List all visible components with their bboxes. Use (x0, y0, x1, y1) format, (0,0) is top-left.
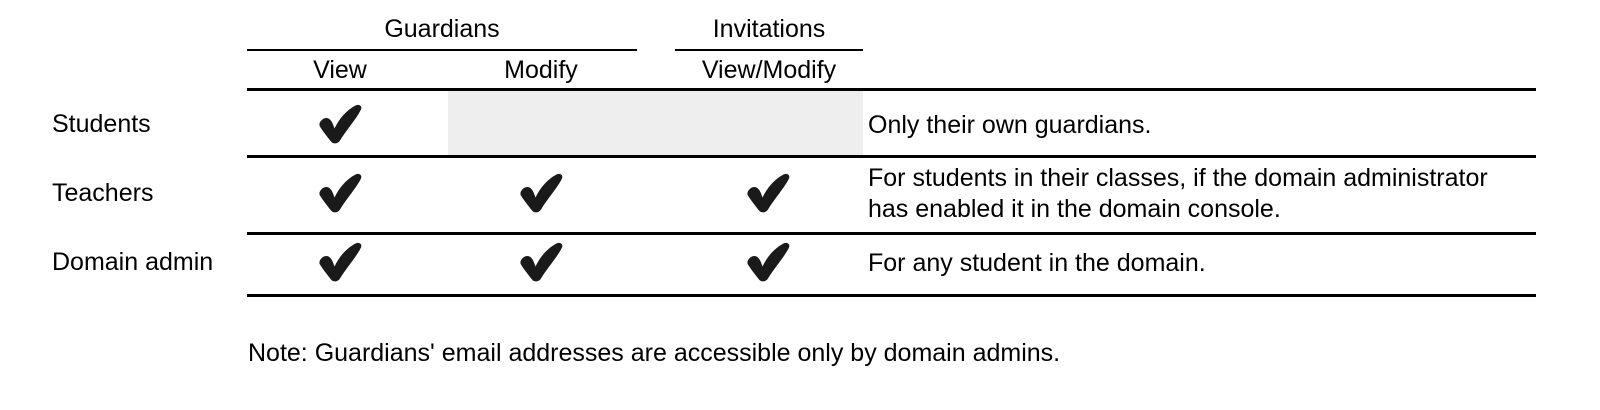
rule-after-teachers-row (247, 232, 1536, 235)
row-note-teachers: For students in their classes, if the do… (868, 164, 1488, 223)
row-note-domain-admin: For any student in the domain. (868, 249, 1206, 277)
row-label-students: Students (52, 110, 151, 138)
row-label-domain-admin: Domain admin (52, 248, 214, 276)
rule-under-invitations-group (675, 49, 863, 51)
rule-under-guardians-group (247, 49, 637, 51)
rule-header-bottom (247, 88, 1536, 91)
rule-after-students-row (247, 155, 1536, 158)
rule-table-bottom (247, 294, 1536, 297)
check-mark-icon-domain-admin-guardians-view (317, 242, 363, 282)
column-header-guardians-view: View (313, 56, 367, 84)
column-group-header-guardians: Guardians (384, 15, 500, 43)
check-mark-icon-teachers-guardians-view (317, 173, 363, 213)
check-mark-icon-domain-admin-invitations-view-modify (745, 242, 791, 282)
cell-students-not-applicable (448, 91, 863, 155)
check-mark-icon-teachers-invitations-view-modify (745, 173, 791, 213)
column-group-header-invitations: Invitations (712, 15, 826, 43)
check-mark-icon-students-guardians-view (317, 104, 363, 144)
row-label-teachers: Teachers (52, 179, 154, 207)
row-note-students: Only their own guardians. (868, 111, 1152, 139)
table-footnote: Note: Guardians' email addresses are acc… (248, 339, 1061, 367)
check-mark-icon-teachers-guardians-modify (518, 173, 564, 213)
check-mark-icon-domain-admin-guardians-modify (518, 242, 564, 282)
column-header-guardians-modify: Modify (504, 56, 578, 84)
column-header-invitations-view-modify: View/Modify (701, 56, 837, 84)
